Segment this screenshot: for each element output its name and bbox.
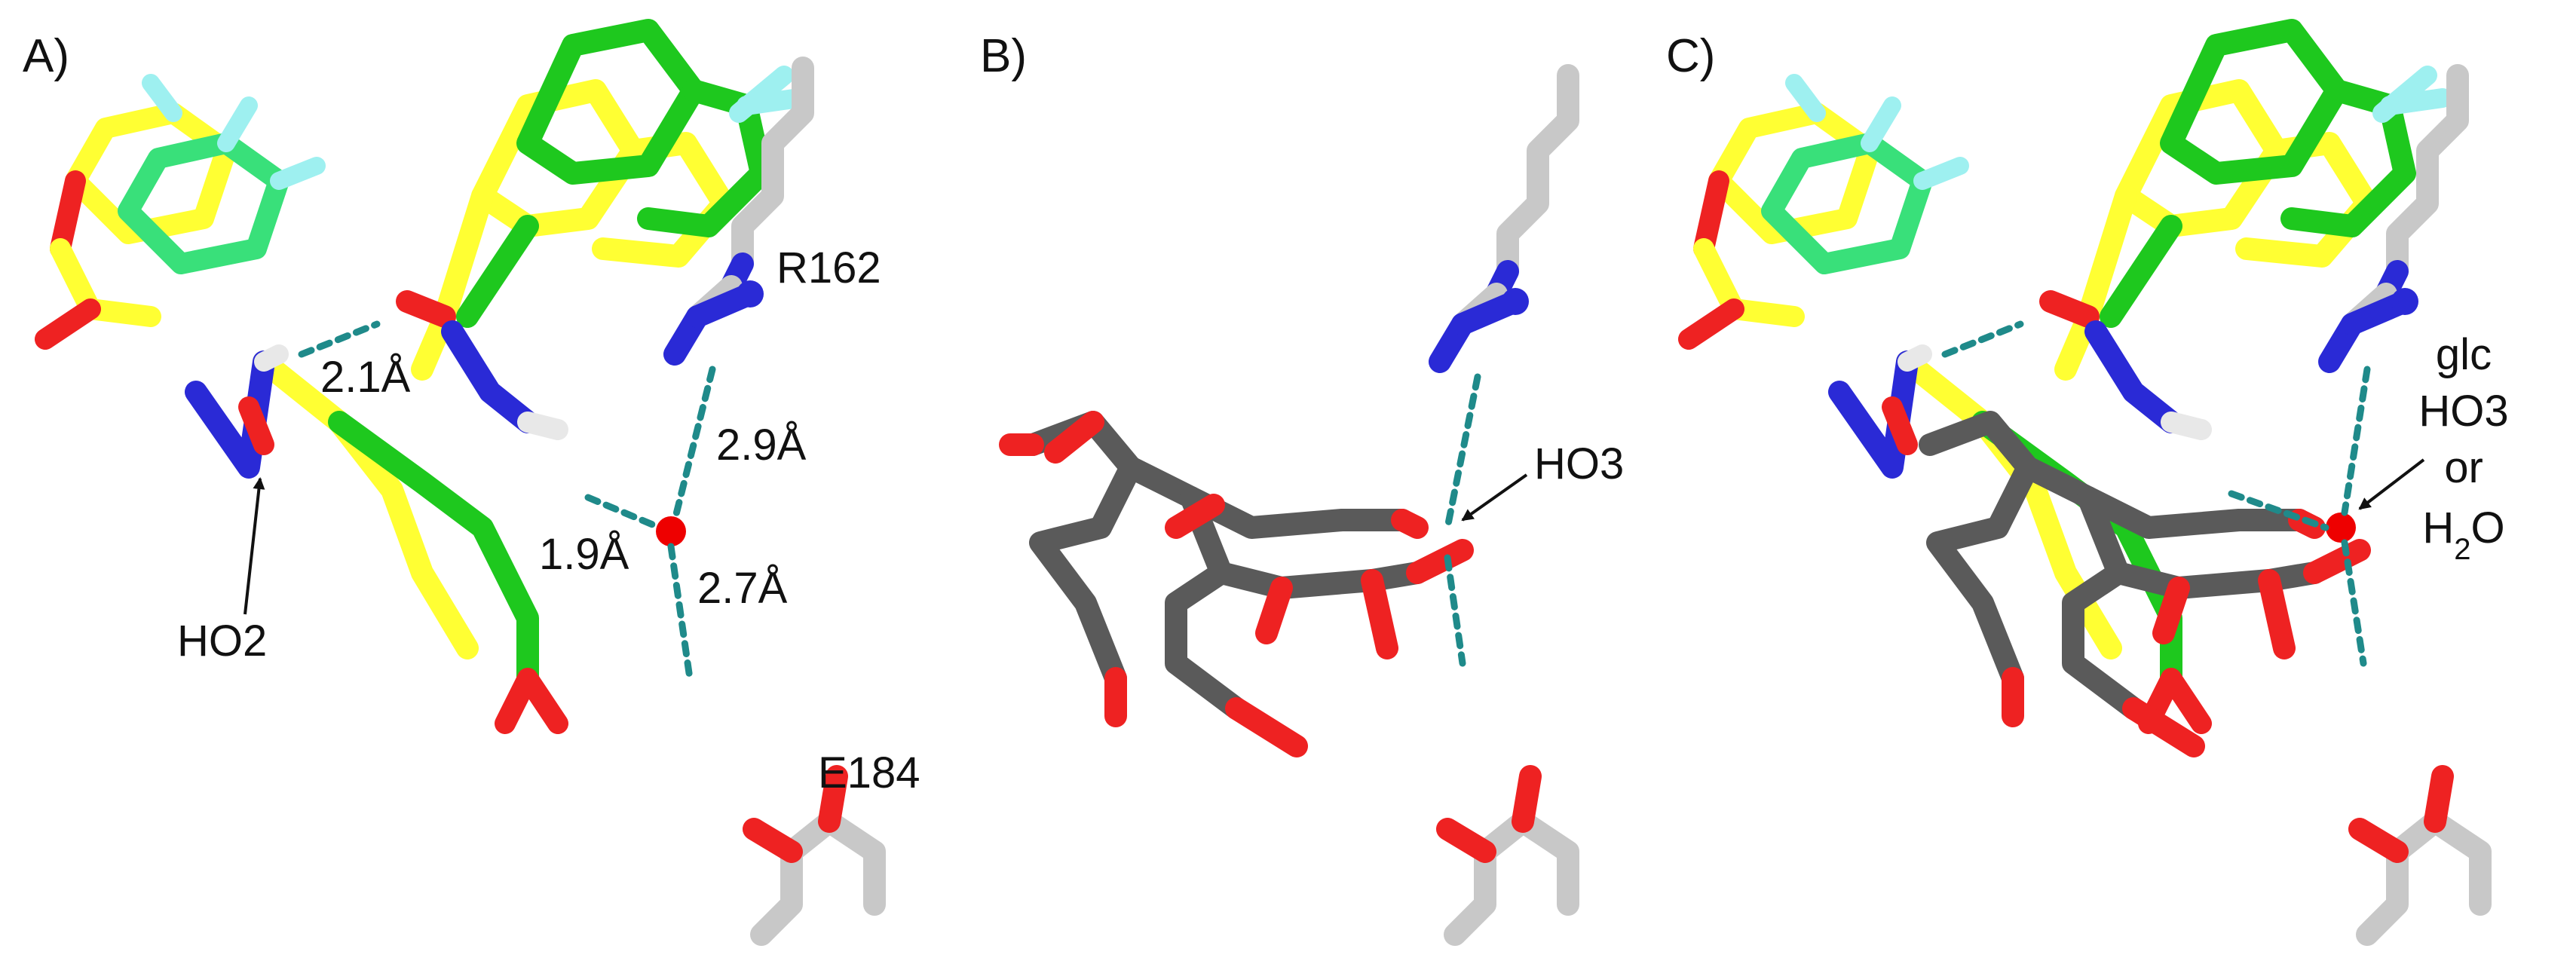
panel-a-hbond-4 [667,543,694,682]
panel-a-ho2-arrow [244,477,265,615]
panel-a-hbond-1 [298,320,381,358]
panel-c-label-water: H2O [2422,503,2504,566]
panel-c-hbond-3 [2341,539,2367,667]
panel-c-water-o: O [2471,503,2505,552]
panel-a-glu-residue [754,776,874,935]
panel-c-water-sub: 2 [2454,533,2470,566]
panel-a-distance-3: 1.9Å [539,530,629,579]
panel-c-glu-residue [2360,776,2480,935]
panel-c-label-glc: glc [2436,330,2492,379]
panel-a-distance-2: 2.9Å [716,421,807,470]
panel-b-ho3-arrow [1461,473,1528,522]
panel-a-label: A) [23,30,69,82]
panel-b-ho3-label: HO3 [1534,439,1624,488]
panel-a-distance-4: 2.7Å [697,564,788,613]
panel-b: B) HO3 [980,30,1624,935]
panel-c-label-ho3: HO3 [2418,387,2508,436]
panel-c-label: C) [1666,30,1715,82]
panel-c-water [2326,513,2356,543]
panel-a: A) R162 E184 2.1Å 2.9Å 1.9Å 2.7Å HO2 [23,30,920,935]
panel-b-glu-residue [1447,776,1568,935]
panel-a-hbond-3 [584,494,663,531]
panel-a-hbond-2 [671,366,716,524]
panel-a-residue-e184: E184 [818,748,920,797]
panel-b-glucose [999,411,1474,757]
panel-c-hbond-4 [1941,320,2024,358]
panel-b-arg-residue [1440,75,1568,362]
panel-b-label: B) [980,30,1027,82]
panel-b-hbond-1 [1444,373,1481,531]
panel-c: C) glc HO3 or H2O [1666,30,2509,935]
panel-c-label-or: or [2444,443,2483,492]
panel-a-residue-r162: R162 [776,243,881,292]
panel-a-water [656,516,686,546]
panel-b-hbond-2 [1444,554,1466,667]
panel-c-hbond-1 [2341,366,2371,516]
panel-c-water-h: H [2422,503,2454,552]
panel-c-hbond-2 [2228,490,2329,531]
panel-a-distance-1: 2.1Å [320,353,411,402]
panel-a-ho2-label: HO2 [177,617,267,666]
panel-a-ligands [45,30,799,724]
panel-c-arrow [2358,458,2425,510]
panel-c-glucose [1919,411,2371,757]
